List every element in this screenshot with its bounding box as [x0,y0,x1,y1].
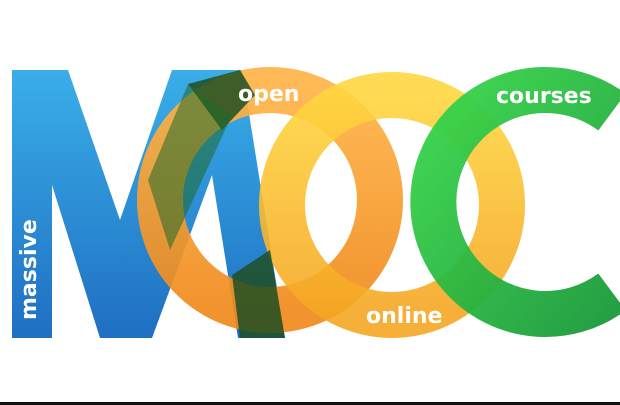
overlap-shade [148,70,285,338]
letter-c-green [410,67,620,337]
word-massive: massive [17,219,42,320]
bottom-border [0,402,620,405]
word-courses: courses [496,84,592,109]
word-online: online [366,304,442,329]
letter-o-yellow [259,72,525,338]
word-open: open [238,82,299,107]
